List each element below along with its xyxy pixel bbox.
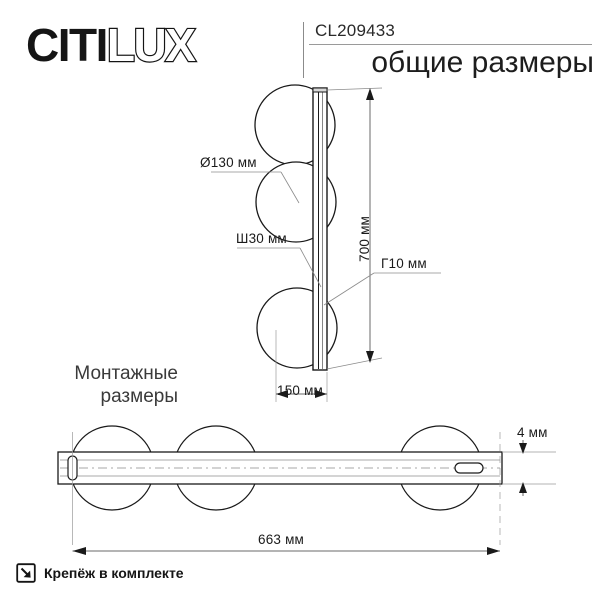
leader-bottom: [326, 357, 383, 370]
mounting-section-title: Монтажные размеры: [28, 362, 178, 408]
arrow-thickness-bottom: [519, 482, 527, 493]
logo-text-lux: LUX: [106, 19, 197, 71]
product-code: CL209433: [315, 21, 396, 40]
label-width: Ш30 мм: [236, 231, 287, 246]
label-diameter: Ø130 мм: [200, 155, 257, 170]
footer: Крепёж в комплекте: [16, 563, 184, 583]
header-horizontal-rule: [309, 44, 592, 45]
arrow-length-left: [72, 547, 86, 555]
mounting-title-line-2: размеры: [100, 386, 178, 407]
label-thickness: 4 мм: [517, 425, 548, 440]
leader-diameter-slant: [280, 171, 300, 204]
mounting-slot-right: [454, 462, 484, 474]
leader-depth-slant: [323, 272, 375, 306]
side-view-drawing: [211, 84, 441, 402]
header-vertical-divider: [303, 22, 304, 78]
label-depth: Г10 мм: [381, 256, 427, 271]
footer-label: Крепёж в комплекте: [44, 565, 184, 581]
brand-logo: CITILUX: [26, 19, 197, 71]
header: CITILUX CL209433 общие размеры: [0, 0, 600, 92]
arrow-height-top: [366, 88, 374, 100]
arrow-offset-right: [315, 390, 327, 398]
label-length: 663 мм: [258, 532, 305, 547]
arrow-length-right: [487, 547, 500, 555]
arrow-into-box-icon: [16, 563, 36, 583]
page-title: общие размеры: [371, 46, 594, 79]
leader-top: [326, 87, 383, 91]
logo-text-citi: CITI: [26, 19, 108, 71]
label-offset: 150 мм: [277, 383, 324, 398]
leader-width-slant: [299, 247, 322, 288]
mounting-title-line-1: Монтажные: [74, 363, 178, 384]
arrow-height-bottom: [366, 351, 374, 363]
arrow-thickness-top: [519, 443, 527, 454]
arrow-offset-left: [276, 390, 288, 398]
